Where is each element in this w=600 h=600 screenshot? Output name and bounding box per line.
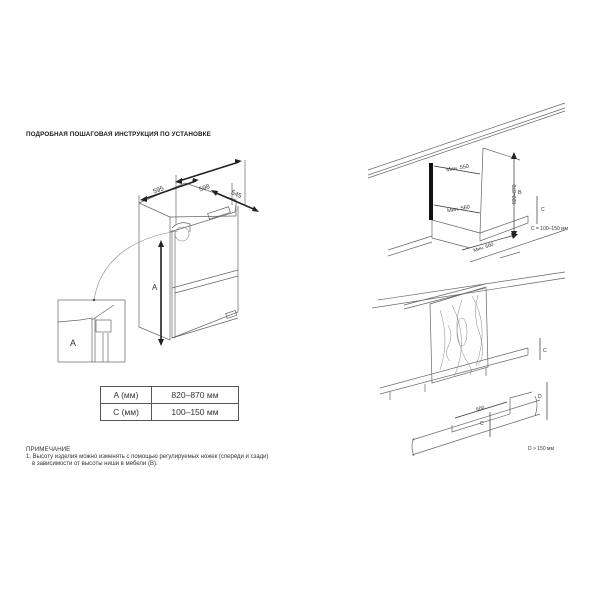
- row-key: C (мм): [100, 403, 152, 421]
- detail-leader-line: [93, 230, 179, 301]
- fridge-isometric-drawing: [138, 160, 246, 341]
- detail-inset: [57, 299, 126, 363]
- row-key: A (мм): [100, 386, 152, 404]
- detail-circle: [174, 226, 190, 242]
- width-600-label: 600: [476, 405, 486, 413]
- C-label-mid: C: [543, 348, 547, 354]
- min-550-label: Мин. 550: [446, 164, 470, 174]
- B-label: B: [518, 190, 522, 196]
- spec-table: A (мм) 820–870 мм C (мм) 100–150 мм: [100, 386, 239, 421]
- fridge-dimension-labels: 595 598 545 A: [152, 183, 243, 292]
- niche-drawing: [367, 102, 566, 263]
- height-range-label: 820–870: [512, 184, 518, 204]
- note-heading: ПРИМЕЧАНИЕ: [26, 446, 71, 453]
- dim-width-598: 598: [198, 183, 211, 193]
- fridge-dimension-arrows: [143, 161, 257, 343]
- row-value: 820–870 мм: [151, 386, 239, 404]
- wood-front-dims: [454, 338, 548, 437]
- C-label-top: C: [541, 207, 545, 213]
- page-title: ПОДРОБНАЯ ПОШАГОВАЯ ИНСТРУКЦИЯ ПО УСТАНО…: [26, 131, 211, 138]
- wood-front-labels: C 600 C D: [476, 348, 547, 427]
- niche-arrows: [433, 155, 538, 251]
- D-label: D: [538, 394, 542, 400]
- note-line-1: 1. Высоту изделия можно изменять с помощ…: [26, 453, 269, 460]
- side-panel-black: [429, 163, 433, 220]
- min-560-label: Мин. 560: [447, 204, 471, 214]
- detail-label-A: A: [70, 338, 76, 348]
- row-value: 100–150 мм: [151, 403, 239, 421]
- C-note-top: C = 100–150 мм: [531, 226, 569, 232]
- table-row: C (мм) 100–150 мм: [100, 403, 239, 421]
- niche-arrowheads: [511, 152, 518, 239]
- dim-depth-545: 545: [230, 189, 243, 200]
- D-note: D > 150 мм: [528, 446, 554, 452]
- niche-labels: Мин. 550 Мин. 560 Мин. 600 820–870 B C C…: [446, 164, 569, 254]
- arrowheads: [140, 159, 259, 346]
- dim-width-595: 595: [152, 185, 165, 195]
- note-line-2: в зависимости от высоты ниши в мебели (B…: [32, 461, 158, 467]
- wood-front-drawing: [371, 271, 566, 457]
- note-block: ПРИМЕЧАНИЕ 1. Высоту изделия можно измен…: [26, 446, 269, 469]
- table-row: A (мм) 820–870 мм: [100, 386, 239, 404]
- dim-height-A: A: [152, 283, 158, 292]
- C-label-bottom: C: [480, 421, 484, 427]
